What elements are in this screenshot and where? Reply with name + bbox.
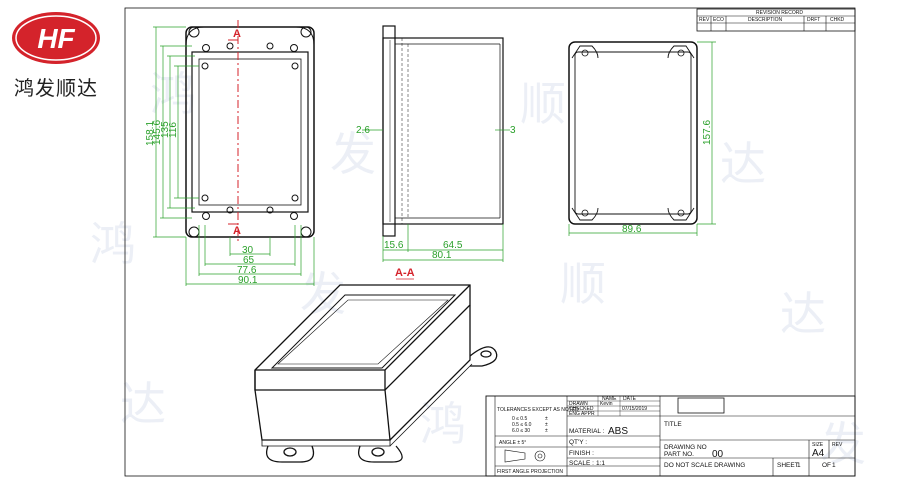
title-label: TITLE xyxy=(664,421,682,428)
back-view xyxy=(568,41,698,225)
tol-row-2: 0.5 ≤ 6.0 xyxy=(512,422,532,428)
rev-label: REV xyxy=(832,442,843,448)
tol-row-1-sign: ± xyxy=(545,416,548,422)
drawn-name: Kevin xyxy=(600,401,613,407)
watermark-glyph: 达 xyxy=(780,287,826,341)
size-value: A4 xyxy=(812,448,825,459)
front-view xyxy=(185,26,315,238)
dim-side-wall-2-6: 2.6 xyxy=(356,125,370,136)
scale-value: 1:1 xyxy=(596,460,605,467)
dim-front-width-77-6: 77.6 xyxy=(237,265,257,276)
drawn-date: 07/15/2019 xyxy=(622,406,647,412)
date-col: DATE xyxy=(623,396,637,402)
rev-col-description: DESCRIPTION xyxy=(748,17,783,23)
rev-col-rev: REV xyxy=(699,17,710,23)
material-value: ABS xyxy=(608,426,628,437)
company-name: 鸿发顺达 xyxy=(14,76,98,100)
dim-side-flange-15-6: 15.6 xyxy=(384,240,404,251)
watermark-glyph: 发 xyxy=(300,267,346,321)
first-angle-projection-icon xyxy=(504,449,546,463)
dim-front-width-30: 30 xyxy=(242,245,254,256)
rev-col-eco: ECO xyxy=(713,17,724,23)
of-label: OF xyxy=(822,462,831,469)
size-label: SIZE xyxy=(812,442,824,448)
watermark-glyph: 鸿 xyxy=(420,397,466,451)
side-section-view xyxy=(382,25,504,237)
section-mark-bottom: A xyxy=(233,225,241,237)
eng-appr-label: ENG APPR xyxy=(569,411,595,417)
section-line: A A xyxy=(228,20,241,244)
tol-row-3-sign: ± xyxy=(545,428,548,434)
do-not-scale-note: DO NOT SCALE DRAWING xyxy=(664,462,745,469)
front-vertical-dimensions: 158.1 145.6 135 116 xyxy=(145,26,199,238)
revision-block: REVISION RECORD REV ECO DESCRIPTION DRFT… xyxy=(696,8,856,32)
revision-record-title: REVISION RECORD xyxy=(756,10,803,16)
sheet-number: 1 xyxy=(797,462,801,469)
sheet-label: SHEET xyxy=(777,462,799,469)
tolerance-note: TOLERANCES EXCEPT AS NOTED xyxy=(497,407,579,413)
dim-back-width-89-6: 89.6 xyxy=(622,224,642,235)
finish-label: FINISH : xyxy=(569,450,594,457)
name-col: NAME xyxy=(602,396,617,402)
part-no-label: PART NO. xyxy=(664,451,694,458)
dim-front-height-158-1: 158.1 xyxy=(145,121,156,146)
drawn-label: DRAWN xyxy=(569,401,588,407)
rev-col-drft: DRFT xyxy=(807,17,820,23)
watermark-glyph: 鸿 xyxy=(150,67,196,121)
sheet-border xyxy=(124,7,856,477)
dim-side-total-80-1: 80.1 xyxy=(432,250,452,261)
dim-side-wall-3: 3 xyxy=(510,125,516,136)
front-horizontal-dimensions: 30 65 77.6 90.1 xyxy=(185,225,315,286)
isometric-view xyxy=(254,284,498,463)
angle-note: ANGLE ± 5° xyxy=(499,440,526,446)
tol-row-3: 6.0 ≤ 30 xyxy=(512,428,530,434)
dim-front-height-116: 116 xyxy=(168,122,179,138)
dim-front-width-90-1: 90.1 xyxy=(238,275,258,286)
dim-side-depth-64-5: 64.5 xyxy=(443,240,463,251)
rev-col-chkd: CHKD xyxy=(830,17,845,23)
watermark-glyph: 达 xyxy=(120,377,166,431)
dim-front-height-135: 135 xyxy=(160,121,171,138)
watermark-glyph: 发 xyxy=(330,127,376,181)
part-no-value: 00 xyxy=(712,449,724,460)
title-block: TOLERANCES EXCEPT AS NOTED 0 ≤ 0.5 ± 0.5… xyxy=(485,395,856,477)
side-dimensions: 2.6 3 15.6 64.5 80.1 A-A xyxy=(356,125,516,280)
qty-label: QT'Y : xyxy=(569,439,587,446)
dim-front-height-145-6: 145.6 xyxy=(152,120,163,145)
company-logo: HF 鸿发顺达 xyxy=(6,6,106,100)
projection-note: FIRST ANGLE PROJECTION xyxy=(497,469,563,475)
checked-label: CHECKED xyxy=(569,406,594,412)
watermark-glyph: 顺 xyxy=(560,257,606,311)
watermark-glyph: 达 xyxy=(720,137,766,191)
dim-front-width-65: 65 xyxy=(243,255,255,266)
watermark-glyph: 鸿 xyxy=(90,217,136,271)
watermark-glyph: 顺 xyxy=(520,77,566,131)
drawing-no-label: DRAWING NO xyxy=(664,444,707,451)
back-dimensions: 157.6 89.6 xyxy=(568,41,716,236)
material-label: MATERIAL : xyxy=(569,428,605,435)
section-view-label: A-A xyxy=(395,267,415,279)
section-mark-top: A xyxy=(233,28,241,40)
tol-row-2-sign: ± xyxy=(545,422,548,428)
hf-logo-mark: HF xyxy=(12,12,100,64)
scale-label: SCALE : xyxy=(569,460,594,467)
sheet-total: 1 xyxy=(832,462,836,469)
tol-row-1: 0 ≤ 0.5 xyxy=(512,416,527,422)
dim-back-height-157-6: 157.6 xyxy=(702,120,713,145)
logo-mark-text: HF xyxy=(37,23,75,54)
watermark-glyph: 发 xyxy=(820,417,866,471)
watermark: 鸿 发 顺 达 鸿 发 顺 达 达 鸿 发 xyxy=(90,67,866,471)
